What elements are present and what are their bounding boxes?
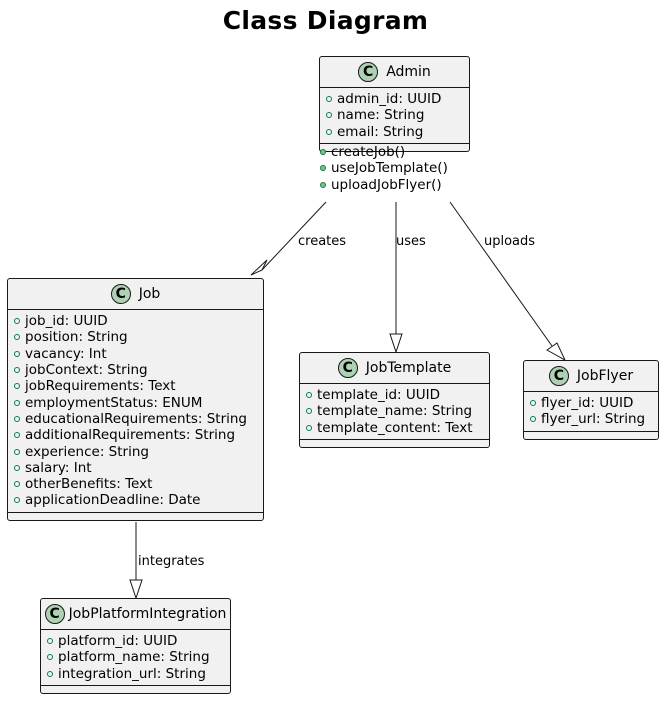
field-row: name: String [326,107,469,123]
public-field-icon [47,654,53,661]
class-jobflyer-header: C JobFlyer [524,361,658,392]
class-admin-fields: admin_id: UUID name: String email: Strin… [320,88,469,144]
edge-label-creates: creates [298,234,346,249]
field-row: admin_id: UUID [326,91,469,107]
class-job-fields: job_id: UUID position: String vacancy: I… [8,310,263,513]
public-field-icon [14,350,20,357]
edge-label-integrates: integrates [138,554,205,569]
method-row: createJob() [320,144,469,160]
public-field-icon [306,408,312,415]
edge-creates: creates [250,201,346,276]
class-admin-name: Admin [386,64,431,80]
field-row: applicationDeadline: Date [14,492,263,508]
edge-label-uses: uses [396,234,426,249]
field-row: salary: Int [14,460,263,476]
public-field-icon [47,638,53,645]
class-jobflyer-fields: flyer_id: UUID flyer_url: String [524,392,658,432]
class-stereotype-icon: C [358,62,379,82]
field-row: template_id: UUID [306,387,489,403]
public-field-icon [14,383,20,390]
public-field-icon [14,497,20,504]
class-admin[interactable]: C Admin admin_id: UUID name: String emai… [319,56,470,193]
edge-label-uploads: uploads [484,234,535,249]
public-field-icon [14,481,20,488]
class-job[interactable]: C Job job_id: UUID position: String vaca… [7,278,264,521]
public-field-icon [14,432,20,439]
field-row: employmentStatus: ENUM [14,394,263,411]
class-jobtemplate-name: JobTemplate [365,360,452,376]
edge-uses: uses [389,202,426,354]
field-row: vacancy: Int [14,346,263,362]
public-field-icon [306,424,312,431]
field-row: experience: String [14,443,263,460]
method-row: useJobTemplate() [320,160,469,176]
field-row: additionalRequirements: String [14,427,263,443]
public-field-icon [47,670,53,677]
class-admin-header: C Admin [320,57,469,88]
public-field-icon [326,96,332,103]
public-field-icon [14,367,20,374]
class-stereotype-icon: C [44,604,65,624]
class-admin-methods: createJob() useJobTemplate() uploadJobFl… [320,144,469,193]
class-jobtemplate[interactable]: C JobTemplate template_id: UUID template… [299,352,490,448]
class-stereotype-icon: C [337,358,358,378]
field-row: educationalRequirements: String [14,411,263,427]
class-jobtemplate-fields: template_id: UUID template_name: String … [300,384,489,440]
class-job-name: Job [138,286,161,302]
public-field-icon [306,392,312,399]
public-field-icon [14,448,20,455]
public-field-icon [14,399,20,406]
class-stereotype-icon: C [548,366,569,386]
class-jobflyer[interactable]: C JobFlyer flyer_id: UUID flyer_url: Str… [523,360,659,440]
class-jobplatformintegration-fields: platform_id: UUID platform_name: String … [41,630,230,686]
class-jobtemplate-header: C JobTemplate [300,353,489,384]
class-jobplatformintegration-header: C JobPlatformIntegration [41,599,230,630]
public-field-icon [14,415,20,422]
field-row: platform_id: UUID [47,633,230,649]
field-row: jobRequirements: Text [14,378,263,394]
class-jobflyer-name: JobFlyer [576,368,634,384]
field-row: flyer_url: String [530,411,658,427]
class-jobflyer-methods [524,432,658,439]
public-field-icon [14,318,20,325]
class-jobplatformintegration[interactable]: C JobPlatformIntegration platform_id: UU… [40,598,231,694]
class-jobtemplate-methods [300,440,489,447]
field-row: email: String [326,124,469,140]
class-jobplatformintegration-name: JobPlatformIntegration [68,606,227,622]
field-row: platform_name: String [47,649,230,665]
class-jobplatformintegration-methods [41,686,230,693]
class-job-header: C Job [8,279,263,310]
public-method-icon [320,181,326,188]
field-row: template_content: Text [306,420,489,436]
class-stereotype-icon: C [110,284,131,304]
edge-uploads: uploads [449,201,567,362]
public-field-icon [14,334,20,341]
edge-integrates: integrates [129,522,205,600]
public-field-icon [326,112,332,119]
field-row: template_name: String [306,403,489,419]
field-row: jobContext: String [14,362,263,378]
public-method-icon [320,149,326,156]
public-field-icon [530,416,536,423]
public-field-icon [530,400,536,407]
class-job-methods [8,513,263,520]
public-field-icon [14,464,20,471]
field-row: job_id: UUID [14,313,263,329]
field-row: flyer_id: UUID [530,395,658,411]
public-method-icon [320,165,326,172]
public-field-icon [326,128,332,135]
field-row: position: String [14,329,263,345]
diagram-title: Class Diagram [222,6,429,35]
field-row: otherBenefits: Text [14,476,263,492]
method-row: uploadJobFlyer() [320,176,469,193]
field-row: integration_url: String [47,666,230,682]
